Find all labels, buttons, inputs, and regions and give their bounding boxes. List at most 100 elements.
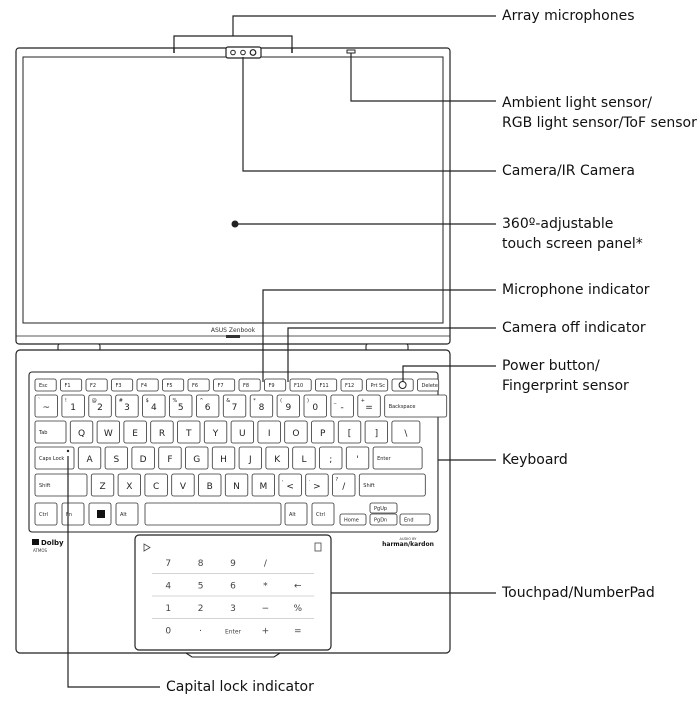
key-num-3[interactable] — [115, 394, 139, 418]
key-num-5[interactable] — [169, 394, 193, 418]
key-z-v[interactable] — [171, 473, 195, 497]
key-z-blank-9[interactable] — [305, 473, 329, 497]
key-f5[interactable] — [162, 378, 185, 392]
numberpad-key[interactable]: 9 — [230, 559, 236, 569]
numberpad-key[interactable]: 6 — [230, 582, 236, 592]
key-z-blank-10[interactable] — [332, 473, 356, 497]
key-num-1[interactable] — [61, 394, 85, 418]
key-bottom-home[interactable] — [339, 513, 367, 526]
numberpad-key[interactable]: 8 — [198, 559, 204, 569]
key-esc[interactable] — [34, 378, 57, 392]
key-num-4[interactable] — [142, 394, 166, 418]
key-z-z[interactable] — [90, 473, 115, 497]
key-k[interactable] — [265, 446, 289, 470]
key-caps-lock[interactable] — [34, 446, 75, 470]
numberpad-key[interactable]: 5 — [198, 582, 204, 592]
key-z-c[interactable] — [144, 473, 168, 497]
key-enter[interactable] — [372, 446, 423, 470]
numberpad-key[interactable]: 0 — [165, 627, 171, 637]
key-f10[interactable] — [289, 378, 312, 392]
key-g[interactable] — [185, 446, 209, 470]
key-a[interactable] — [77, 446, 102, 470]
numberpad-key[interactable]: ← — [294, 582, 302, 592]
key-y[interactable] — [203, 420, 228, 444]
key-blank-11[interactable] — [345, 446, 370, 470]
key-prt-sc[interactable] — [366, 378, 389, 392]
key-f12[interactable] — [340, 378, 363, 392]
numberpad-key[interactable]: 2 — [198, 604, 204, 614]
key-blank-11[interactable] — [337, 420, 362, 444]
key-z-m[interactable] — [251, 473, 276, 497]
key-f4[interactable] — [136, 378, 159, 392]
key-f3[interactable] — [111, 378, 134, 392]
key-t[interactable] — [177, 420, 201, 444]
key-blank-10[interactable] — [319, 446, 343, 470]
key-bottom-pgup[interactable] — [369, 502, 398, 514]
key-f7[interactable] — [213, 378, 236, 392]
key-z-n[interactable] — [224, 473, 249, 497]
key-num-blank-11[interactable] — [330, 394, 354, 418]
key-h[interactable] — [211, 446, 236, 470]
key-o[interactable] — [284, 420, 308, 444]
key-num-9[interactable] — [276, 394, 301, 418]
key-num-6[interactable] — [195, 394, 220, 418]
key-num-8[interactable] — [249, 394, 274, 418]
key-f9[interactable] — [264, 378, 287, 392]
key-num-0[interactable] — [303, 394, 327, 418]
calculator-icon[interactable] — [314, 542, 322, 552]
key-bottom-ctrl[interactable] — [311, 502, 335, 526]
key-bottom-pgdn[interactable] — [369, 513, 398, 526]
numberpad-key[interactable]: 1 — [165, 604, 171, 614]
key-num-blank-12[interactable] — [357, 394, 381, 418]
key-bottom-end[interactable] — [399, 513, 431, 526]
key-f[interactable] — [158, 446, 182, 470]
key-num-7[interactable] — [222, 394, 247, 418]
key-u[interactable] — [230, 420, 255, 444]
key-z-b[interactable] — [198, 473, 222, 497]
key-f2-label: F2 — [90, 383, 96, 389]
key-tab[interactable] — [34, 420, 67, 444]
key-f11[interactable] — [315, 378, 338, 392]
key-blank-13[interactable] — [391, 420, 421, 444]
numberpad-key[interactable]: 3 — [230, 604, 236, 614]
key-d[interactable] — [131, 446, 155, 470]
key-num-backspace[interactable] — [384, 394, 448, 418]
key-bottom-alt[interactable] — [284, 502, 308, 526]
key-z-x[interactable] — [117, 473, 141, 497]
numberpad-key[interactable]: − — [262, 604, 270, 614]
key-j[interactable] — [238, 446, 263, 470]
numberpad-key[interactable]: 4 — [165, 582, 171, 592]
key-bottom-ctrl[interactable] — [34, 502, 58, 526]
key-delete[interactable] — [417, 378, 440, 392]
key-num-2[interactable] — [88, 394, 112, 418]
key-f2[interactable] — [85, 378, 108, 392]
key-f6[interactable] — [187, 378, 210, 392]
numberpad-key[interactable]: Enter — [225, 629, 242, 636]
numberpad-key[interactable]: · — [199, 627, 202, 637]
numberpad-key[interactable]: + — [262, 627, 270, 637]
key-bottom-alt[interactable] — [115, 502, 139, 526]
numberpad-toggle-icon[interactable] — [143, 543, 151, 552]
key-z-shift[interactable] — [358, 473, 426, 497]
key-r[interactable] — [150, 420, 174, 444]
key-p[interactable] — [311, 420, 335, 444]
key-z-shift[interactable] — [34, 473, 88, 497]
numberpad-key[interactable]: 7 — [165, 559, 171, 569]
touchpad[interactable]: 7 8 9 / 4 5 6 * ← 1 2 3 −% 0 · Enter + = — [134, 534, 332, 651]
numberpad-key[interactable]: * — [263, 582, 268, 592]
numberpad-key[interactable]: / — [264, 559, 268, 569]
key-f8[interactable] — [238, 378, 261, 392]
key-q[interactable] — [69, 420, 94, 444]
key-i[interactable] — [257, 420, 281, 444]
key-s[interactable] — [104, 446, 128, 470]
key-w[interactable] — [96, 420, 120, 444]
key-num-blank-0[interactable] — [34, 394, 58, 418]
numberpad-key[interactable]: % — [294, 604, 303, 614]
key-z-blank-8[interactable] — [278, 473, 302, 497]
key-f1[interactable] — [60, 378, 83, 392]
key-e[interactable] — [123, 420, 147, 444]
numberpad-key[interactable]: = — [294, 627, 302, 637]
key-l[interactable] — [292, 446, 316, 470]
key-bottom-blank-4[interactable] — [144, 502, 282, 526]
key-blank-12[interactable] — [364, 420, 389, 444]
